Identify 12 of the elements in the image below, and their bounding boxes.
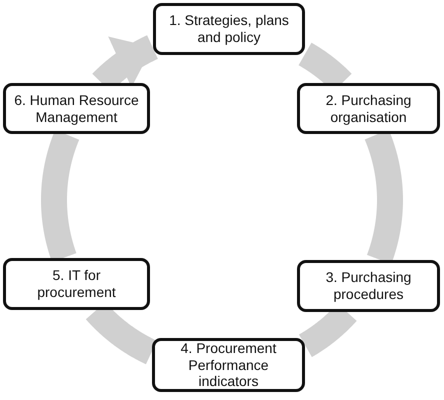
process-box bbox=[3, 83, 150, 134]
box-label: 3. Purchasing procedures bbox=[324, 269, 412, 303]
process-box bbox=[297, 260, 440, 312]
process-box bbox=[152, 338, 305, 392]
box-label: 2. Purchasing organisation bbox=[324, 92, 412, 126]
box-label: 4. Procurement Performance indicators bbox=[180, 340, 278, 390]
box-label: 1. Strategies, plans and policy bbox=[168, 12, 290, 46]
box-label: 6. Human Resource Management bbox=[13, 92, 140, 126]
process-box bbox=[153, 3, 305, 55]
process-box bbox=[3, 258, 150, 310]
process-box bbox=[297, 83, 440, 134]
box-label: 5. IT for procurement bbox=[36, 267, 117, 301]
